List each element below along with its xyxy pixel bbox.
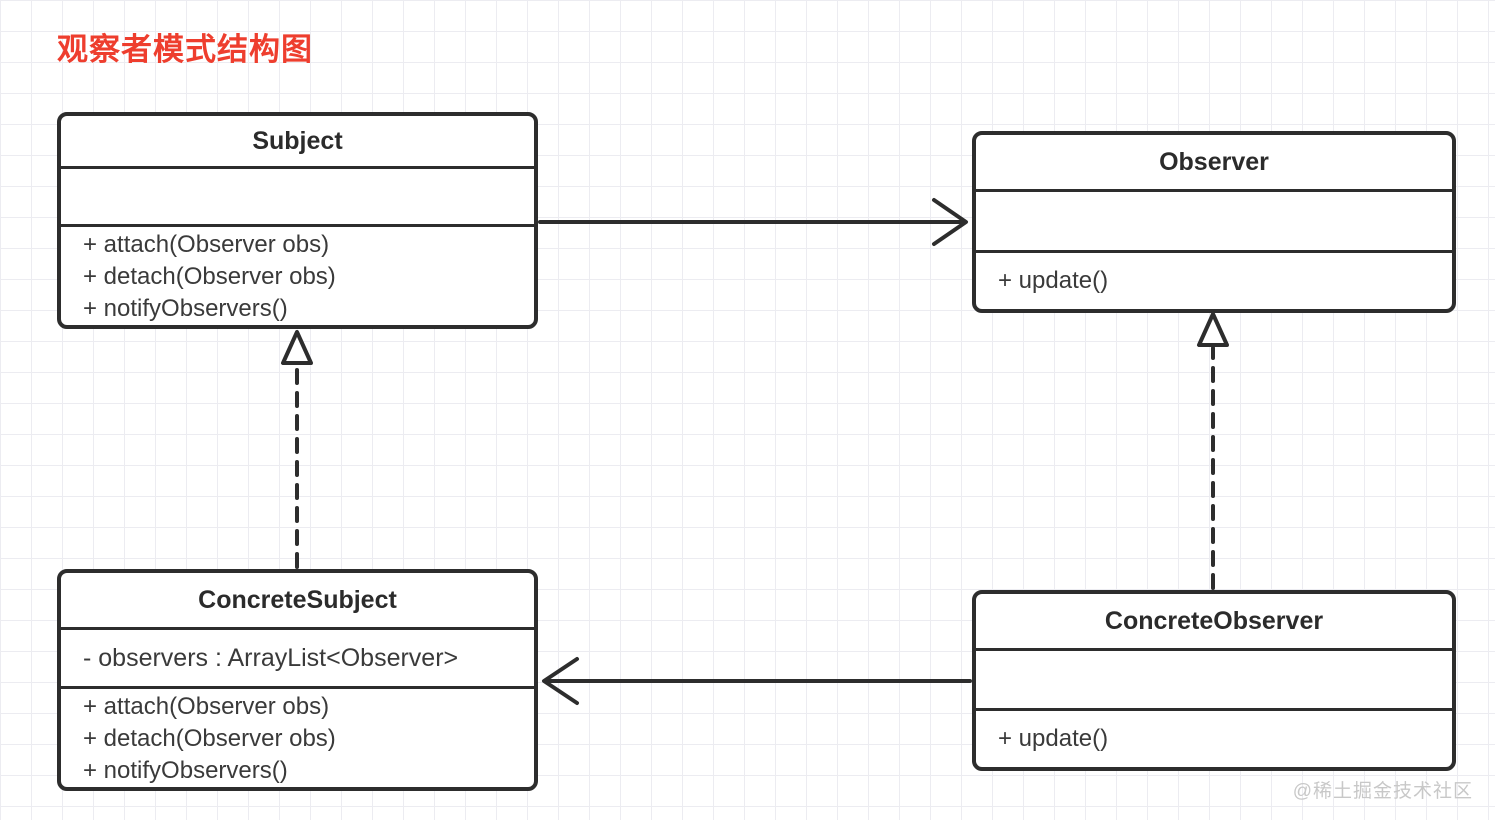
method-line: + detach(Observer obs) — [83, 263, 336, 290]
association-arrow-concrete-observer-to-concrete-subject — [542, 657, 972, 705]
realization-arrow-concrete-observer-to-observer — [1197, 312, 1229, 590]
methods-section-observer: + update() — [976, 250, 1452, 309]
method-line: + notifyObservers() — [83, 757, 288, 784]
attribute-line: - observers : ArrayList<Observer> — [83, 644, 459, 672]
methods-section-concrete-observer: + update() — [976, 708, 1452, 767]
method-line: + update() — [998, 267, 1109, 294]
watermark: @稀土掘金技术社区 — [1292, 781, 1473, 802]
methods-section-subject: + attach(Observer obs) + detach(Observer… — [61, 224, 534, 325]
association-arrow-subject-to-observer — [538, 198, 968, 246]
class-box-concrete-subject: ConcreteSubject - observers : ArrayList<… — [57, 569, 538, 791]
class-box-subject: Subject + attach(Observer obs) + detach(… — [57, 112, 538, 329]
diagram-title: 观察者模式结构图 — [57, 32, 313, 67]
attributes-section-concrete-subject: - observers : ArrayList<Observer> — [61, 627, 534, 686]
class-name-concrete-observer: ConcreteObserver — [1104, 606, 1324, 635]
method-line: + attach(Observer obs) — [83, 693, 330, 720]
realization-arrow-concrete-subject-to-subject — [281, 330, 313, 569]
attributes-section-subject — [61, 166, 534, 224]
method-line: + notifyObservers() — [83, 295, 288, 322]
attributes-section-observer — [976, 189, 1452, 250]
class-box-observer: Observer + update() — [972, 131, 1456, 313]
class-name-concrete-subject: ConcreteSubject — [198, 585, 397, 614]
attributes-section-concrete-observer — [976, 648, 1452, 708]
methods-section-concrete-subject: + attach(Observer obs) + detach(Observer… — [61, 686, 534, 787]
class-name-subject: Subject — [252, 126, 343, 155]
method-line: + update() — [998, 725, 1109, 752]
class-box-concrete-observer: ConcreteObserver + update() — [972, 590, 1456, 771]
method-line: + detach(Observer obs) — [83, 725, 336, 752]
method-line: + attach(Observer obs) — [83, 231, 330, 258]
class-name-observer: Observer — [1159, 147, 1269, 176]
